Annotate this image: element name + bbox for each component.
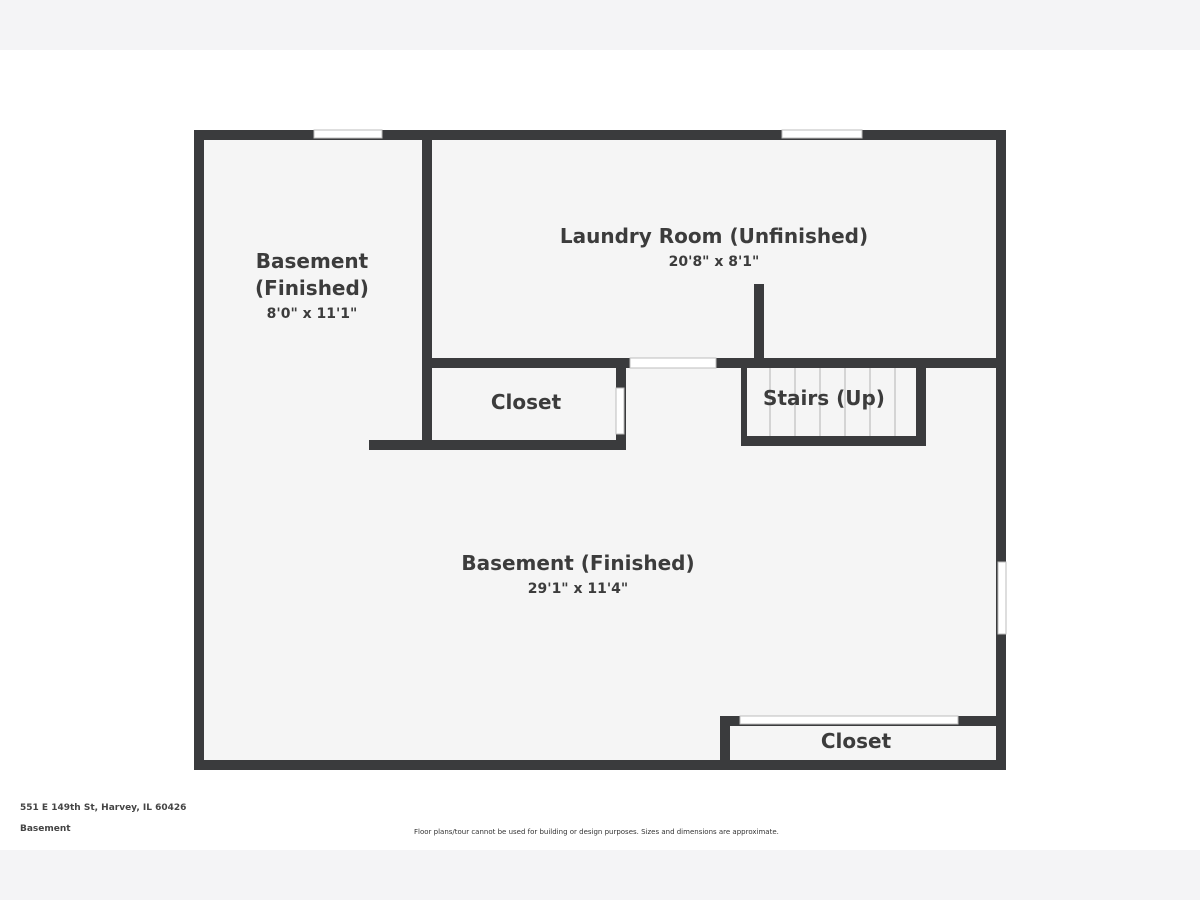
room-name-laundry: Laundry Room (Unfinished) [560, 224, 868, 248]
window-top-left [313, 129, 383, 139]
wall-stairs-left [741, 362, 747, 446]
property-address: 551 E 149th St, Harvey, IL 60426 [20, 803, 187, 813]
room-dims-basement-main: 29'1" x 11'4" [528, 581, 628, 597]
wall-laundry-stub [754, 284, 764, 364]
wall-closet-bottom-left [720, 716, 730, 768]
doorway-laundry [629, 357, 717, 369]
wall-closet-bottom [369, 440, 626, 450]
wall-stairs-right [916, 362, 926, 446]
floor-level-label: Basement [20, 824, 71, 834]
wall-left [194, 130, 204, 770]
room-dims-laundry: 20'8" x 8'1" [669, 254, 760, 270]
stair-treads [769, 368, 896, 436]
window-top-right [781, 129, 863, 139]
doorway-closet-bottom [739, 715, 959, 725]
floor-plan-canvas: Basement (Finished) 8'0" x 11'1" Laundry… [0, 50, 1200, 850]
window-right [997, 561, 1007, 635]
room-name-stairs: Stairs (Up) [763, 386, 885, 410]
wall-bottom [194, 760, 1006, 770]
room-name-basement-small-line1: Basement [256, 249, 369, 273]
room-name-closet-bottom: Closet [821, 729, 892, 753]
floor-area [200, 136, 1000, 766]
room-name-closet-left: Closet [491, 390, 562, 414]
wall-right [996, 130, 1006, 770]
room-dims-basement-small: 8'0" x 11'1" [267, 306, 358, 322]
disclaimer-text: Floor plans/tour cannot be used for buil… [414, 828, 779, 836]
doorway-closet [615, 387, 625, 435]
wall-stairs-bottom [741, 436, 926, 446]
room-name-basement-small-line2: (Finished) [255, 276, 369, 300]
wall-top [194, 130, 1006, 140]
room-name-basement-main: Basement (Finished) [461, 551, 694, 575]
floor-plan: Basement (Finished) 8'0" x 11'1" Laundry… [194, 129, 1007, 770]
wall-basement-left-divider [422, 136, 432, 446]
